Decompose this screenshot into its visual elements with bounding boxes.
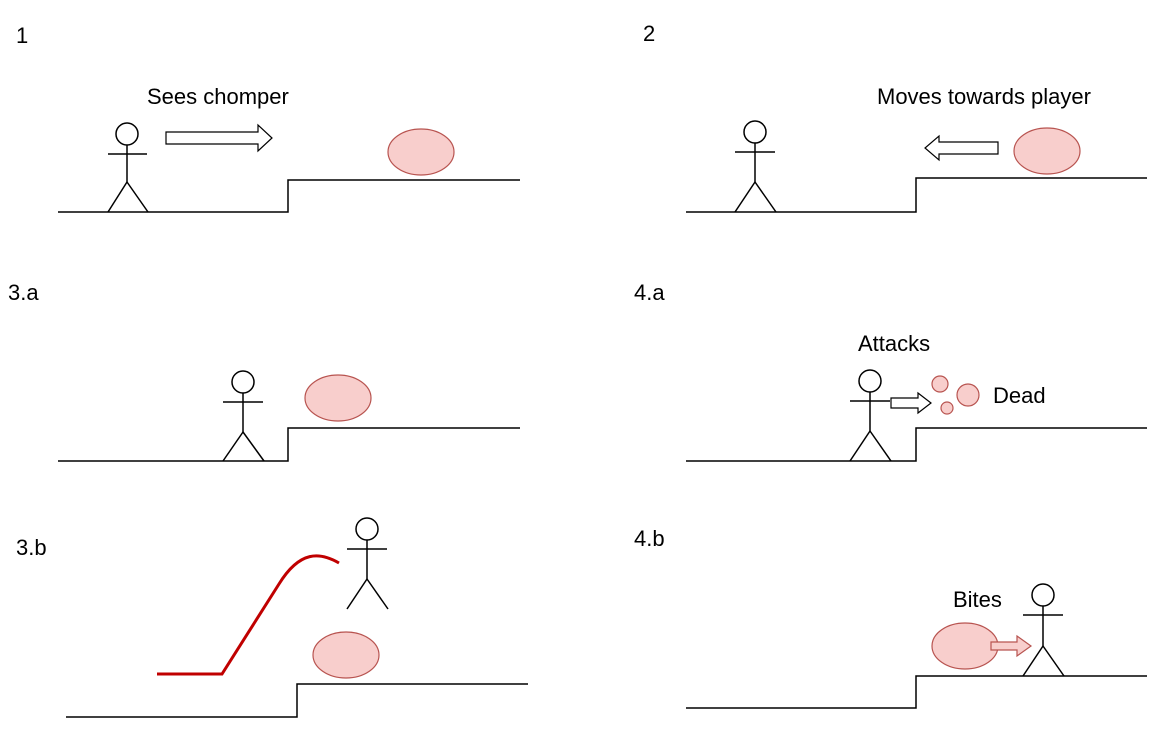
- right-arrow-icon: [890, 391, 932, 415]
- caption-attacks: Attacks: [858, 331, 930, 356]
- panel-label-1: 1: [16, 23, 28, 48]
- panel-label-3b: 3.b: [16, 535, 47, 560]
- panel-label-4a: 4.a: [634, 280, 665, 305]
- panel-3b: 3.b: [16, 517, 528, 718]
- panel-4a: 4.a Attacks Dead: [634, 280, 1147, 462]
- player-stick-figure: [346, 517, 389, 610]
- panel-label-4b: 4.b: [634, 526, 665, 551]
- right-arrow-icon: [990, 634, 1033, 658]
- chomper: [931, 622, 999, 670]
- ground-step: [686, 177, 1147, 213]
- right-arrow-icon: [165, 123, 273, 153]
- panel-label-2: 2: [643, 21, 655, 46]
- ground-step: [686, 675, 1147, 709]
- caption-bites: Bites: [953, 587, 1002, 612]
- chomper: [1013, 127, 1081, 175]
- player-stick-figure: [222, 370, 265, 462]
- ground-step: [58, 427, 520, 462]
- player-stick-figure: [849, 369, 892, 462]
- ground-step: [686, 427, 1147, 462]
- ground-step: [66, 683, 528, 718]
- panel-4b: 4.b Bites: [634, 526, 1147, 709]
- panel-2: 2 Moves towards player: [643, 21, 1147, 213]
- chomper: [387, 128, 455, 176]
- panel-label-3a: 3.a: [8, 280, 39, 305]
- jump-path-icon: [157, 554, 340, 676]
- panel-1: 1 Sees chomper: [16, 23, 520, 213]
- left-arrow-icon: [924, 134, 999, 162]
- caption-sees-chomper: Sees chomper: [147, 84, 289, 109]
- ground-step: [58, 179, 520, 213]
- chomper: [304, 374, 372, 422]
- player-stick-figure: [107, 122, 149, 213]
- chomper: [312, 631, 380, 679]
- panel-3a: 3.a: [8, 280, 520, 462]
- chomper-remains: [931, 375, 980, 415]
- player-stick-figure: [734, 120, 777, 213]
- caption-moves-towards-player: Moves towards player: [877, 84, 1091, 109]
- player-stick-figure: [1022, 583, 1065, 677]
- caption-dead: Dead: [993, 383, 1046, 408]
